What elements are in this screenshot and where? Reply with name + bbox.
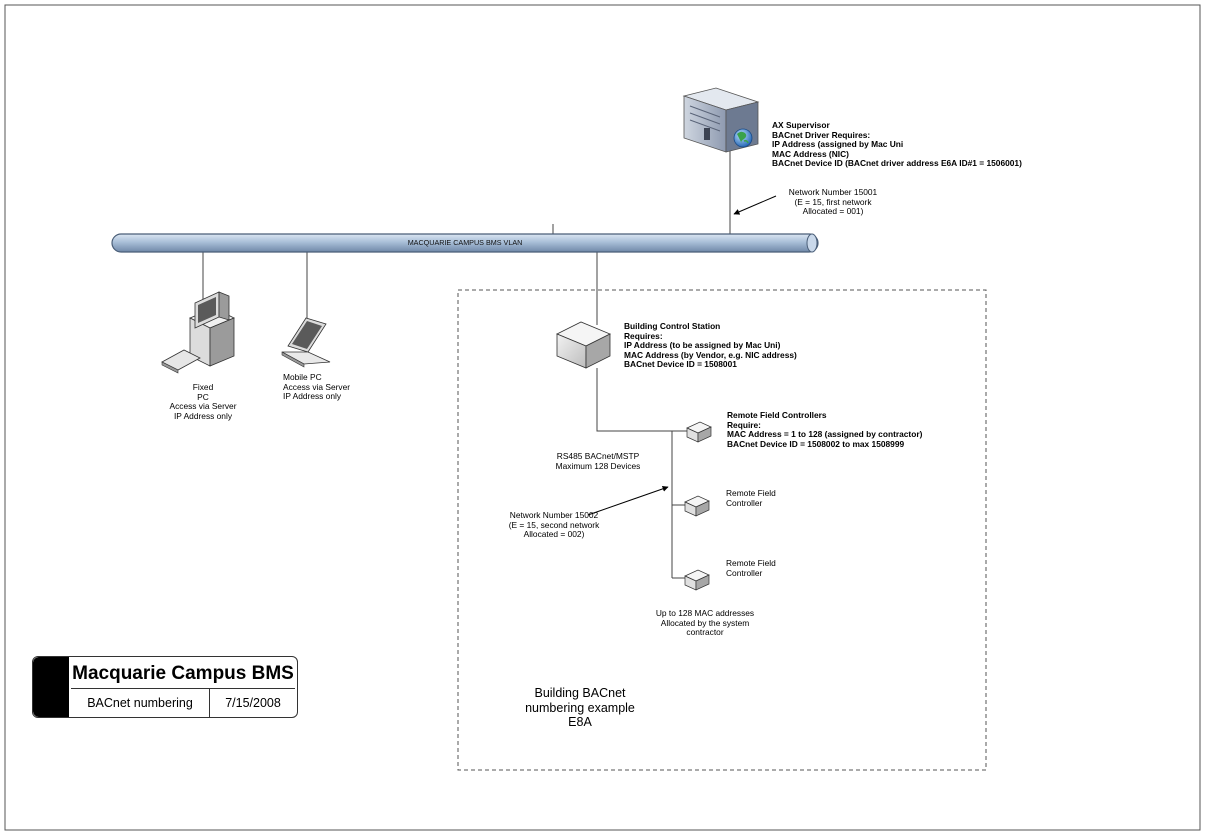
field-controller-icon — [686, 421, 712, 443]
supervisor-info: AX Supervisor BACnet Driver Requires: IP… — [772, 120, 1022, 169]
rs485-line: RS485 BACnet/MSTP — [556, 451, 640, 461]
mobile-pc-line: IP Address only — [283, 391, 342, 402]
network-2-arrow — [587, 485, 669, 516]
mobile-pc-label: Mobile PC Access via Server IP Address o… — [283, 372, 351, 402]
network-2-line: Allocated = 002) — [523, 529, 585, 540]
region-line: E8A — [568, 715, 592, 729]
title-block: Macquarie Campus BMS BACnet numbering 7/… — [32, 656, 298, 718]
region-label: Building BACnet numbering example E8A — [516, 686, 644, 730]
network-1-line: Allocated = 001) — [802, 206, 864, 217]
mac-note-line: Up to 128 MAC addresses — [655, 608, 755, 618]
rfc-3-label: Remote Field Controller — [726, 558, 776, 578]
mobile-pc-line: Mobile PC — [283, 372, 322, 382]
rfc-main-title: Remote Field Controllers — [727, 410, 827, 420]
rfc-main-line: MAC Address = 1 to 128 (assigned by cont… — [727, 429, 923, 440]
network-1-note: Network Number 15001 (E = 15, first netw… — [778, 187, 888, 217]
rfc-main-info: Remote Field Controllers Require: MAC Ad… — [727, 410, 923, 449]
mac-note-line: Allocated by the system — [660, 617, 750, 628]
rfc-2-label: Remote Field Controller — [726, 488, 776, 508]
network-1-line: Network Number 15001 — [788, 187, 878, 197]
field-controller-icon — [684, 569, 710, 591]
title-block-title: Macquarie Campus BMS — [71, 660, 295, 689]
title-block-date: 7/15/2008 — [225, 696, 281, 710]
bcs-line: Requires: — [624, 330, 663, 341]
fixed-pc-line: IP Address only — [173, 410, 233, 421]
supervisor-line: MAC Address (NIC) — [772, 148, 849, 159]
bcs-line: IP Address (to be assigned by Mac Uni) — [624, 340, 781, 351]
control-station-icon — [556, 321, 611, 369]
fixed-pc-line: Fixed — [192, 382, 214, 392]
rs485-line: Maximum 128 Devices — [555, 460, 641, 471]
supervisor-line: IP Address (assigned by Mac Uni — [772, 139, 904, 150]
rfc-3-line: Controller — [726, 567, 763, 578]
field-controller-icon — [684, 495, 710, 517]
fixed-pc-line: PC — [197, 391, 209, 402]
bcs-title: Building Control Station — [624, 321, 721, 331]
rs485-note: RS485 BACnet/MSTP Maximum 128 Devices — [543, 451, 653, 471]
bcs-line: MAC Address (by Vendor, e.g. NIC address… — [624, 349, 797, 360]
rfc-main-line: Require: — [727, 419, 761, 430]
page-border — [4, 4, 1201, 831]
rfc-2-line: Remote Field — [726, 488, 776, 498]
supervisor-title: AX Supervisor — [772, 120, 830, 130]
supervisor-line: BACnet Device ID (BACnet driver address … — [772, 158, 1022, 169]
bcs-line: BACnet Device ID = 1508001 — [624, 359, 737, 370]
rfc-3-line: Remote Field — [726, 558, 776, 568]
title-block-bar — [33, 657, 69, 717]
supervisor-line: BACnet Driver Requires: — [772, 129, 871, 140]
rfc-2-line: Controller — [726, 497, 763, 508]
region-line: Building BACnet — [534, 686, 626, 700]
network-2-note: Network Number 15002 (E = 15, second net… — [499, 510, 609, 540]
network-2-line: Network Number 15002 — [509, 510, 599, 520]
region-line: numbering example — [525, 700, 635, 715]
network-1-arrow — [733, 195, 777, 215]
network-2-line: (E = 15, second network — [508, 519, 600, 530]
fixed-pc-label: Fixed PC Access via Server IP Address on… — [158, 382, 248, 421]
vlan-label: MACQUARIE CAMPUS BMS VLAN — [407, 238, 523, 247]
laptop-icon — [281, 317, 331, 368]
desktop-pc-icon — [161, 291, 235, 374]
mobile-pc-line: Access via Server — [283, 381, 351, 392]
rfc-main-line: BACnet Device ID = 1508002 to max 150899… — [727, 438, 905, 449]
bcs-info: Building Control Station Requires: IP Ad… — [624, 321, 797, 370]
globe-icon — [733, 128, 753, 148]
mac-note: Up to 128 MAC addresses Allocated by the… — [650, 608, 760, 638]
fixed-pc-line: Access via Server — [169, 401, 237, 412]
network-1-line: (E = 15, first network — [794, 196, 872, 207]
vlan-pipe — [111, 233, 819, 253]
title-block-frame: Macquarie Campus BMS BACnet numbering 7/… — [32, 656, 298, 718]
title-block-subtitle: BACnet numbering — [71, 689, 210, 717]
mac-note-line: contractor — [686, 627, 724, 638]
